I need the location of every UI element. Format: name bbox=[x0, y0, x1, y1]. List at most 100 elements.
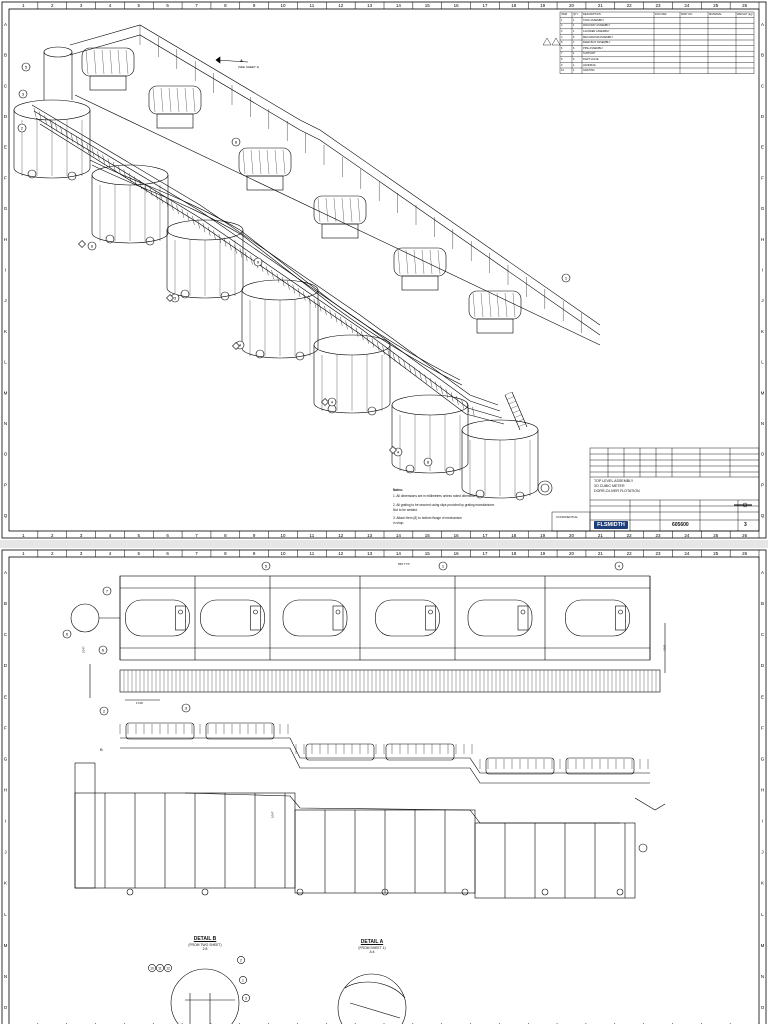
rail-rung bbox=[329, 309, 332, 319]
zone-col-label: 24 bbox=[684, 3, 690, 8]
rail-rung bbox=[350, 323, 353, 334]
tank-cell bbox=[13, 110, 91, 179]
zone-col-label: 9 bbox=[253, 551, 256, 556]
zone-col-label: 14 bbox=[396, 551, 402, 556]
item-balloon-label: 4 bbox=[331, 399, 334, 404]
sheet-2-drawing: 1122334455667788991010111112121313141415… bbox=[1, 549, 767, 1024]
title-block-frame bbox=[589, 447, 760, 532]
walkway-edge bbox=[74, 94, 601, 346]
zone-col-label: 23 bbox=[656, 551, 662, 556]
zone-col-label: 25 bbox=[713, 3, 719, 8]
sheet-1-drawing: 1122334455667788991010111112121313141415… bbox=[1, 1, 767, 539]
item-balloon bbox=[87, 241, 97, 251]
item-balloon bbox=[181, 703, 191, 713]
item-balloon-label: 3 bbox=[174, 295, 177, 300]
note-flag-icon bbox=[166, 294, 174, 302]
bom-cell: 6 bbox=[573, 58, 575, 61]
rail-rung bbox=[33, 107, 37, 118]
zone-col-label: 19 bbox=[540, 3, 546, 8]
mechanism-base bbox=[321, 223, 359, 239]
item-balloon-label: 2 bbox=[21, 125, 24, 130]
zone-row-label: C bbox=[761, 632, 765, 637]
bom-cell: TANK ASSEMBLY bbox=[583, 18, 605, 22]
zone-row-label: P bbox=[4, 482, 7, 487]
item-balloon-label: 4 bbox=[618, 563, 621, 568]
bom-cell: 6 bbox=[561, 46, 563, 50]
zone-row-label: O bbox=[761, 452, 765, 457]
zone-col-label: 1 bbox=[22, 551, 25, 556]
tank-cell bbox=[241, 290, 319, 359]
rail-rung bbox=[266, 266, 269, 276]
zone-row-label: B bbox=[761, 53, 764, 58]
tank-nozzle bbox=[475, 489, 485, 499]
tank-nozzle bbox=[27, 169, 37, 179]
zone-col-label: 22 bbox=[627, 533, 633, 538]
zone-row-label: Q bbox=[761, 513, 765, 518]
zone-col-label: 20 bbox=[569, 3, 575, 8]
rail-rung bbox=[408, 363, 412, 373]
item-balloon bbox=[614, 561, 624, 571]
detail-b-title: DETAIL B bbox=[193, 936, 217, 942]
item-balloon-label: 3 bbox=[185, 705, 188, 710]
zone-col-label: 10 bbox=[281, 533, 287, 538]
zone-col-label: 16 bbox=[454, 3, 460, 8]
zone-row-label: C bbox=[761, 83, 765, 88]
title-block bbox=[551, 447, 760, 532]
zone-row-label: C bbox=[4, 83, 8, 88]
rail-rung bbox=[113, 161, 116, 172]
bom-cell: 1 bbox=[573, 69, 575, 73]
bom-cell: 6 bbox=[573, 35, 575, 39]
item-balloon-label: 8 bbox=[427, 459, 430, 464]
rail-rung bbox=[160, 194, 163, 204]
item-balloon bbox=[18, 89, 28, 99]
tank-top bbox=[166, 219, 244, 241]
rail-rung bbox=[429, 377, 433, 388]
drawing-sheet-2: 1122334455667788991010111112121313141415… bbox=[0, 548, 768, 1024]
rail-rung bbox=[435, 381, 438, 391]
detail-balloon bbox=[164, 964, 172, 972]
note-2b: Not to be welded. bbox=[393, 508, 418, 512]
zone-row-label: K bbox=[4, 881, 7, 886]
plan-motor bbox=[428, 609, 433, 615]
rail-rung bbox=[197, 219, 200, 229]
mechanism-rib bbox=[480, 292, 484, 318]
mechanism-rib bbox=[117, 49, 121, 75]
elevation-drain bbox=[541, 888, 549, 896]
note-1: 1. All dimensions are in millimetres unl… bbox=[393, 494, 477, 498]
zone-col-label: 17 bbox=[482, 3, 488, 8]
rail-rung bbox=[213, 230, 216, 240]
launder-rail bbox=[31, 104, 499, 406]
dim-1047-a: 1047 bbox=[81, 646, 86, 654]
zone-col-label: 24 bbox=[684, 551, 690, 556]
item-balloon bbox=[62, 629, 72, 639]
zone-row-label: B bbox=[761, 601, 764, 606]
section-mark-b: B bbox=[100, 747, 103, 752]
elevation-mechanism bbox=[125, 722, 195, 740]
zone-col-label: 17 bbox=[482, 551, 488, 556]
zone-col-label: 23 bbox=[656, 3, 662, 8]
elevation-pipe bbox=[184, 792, 620, 824]
zone-row-label: A bbox=[761, 22, 764, 27]
zone-col-label: 19 bbox=[540, 551, 546, 556]
zone-row-label: G bbox=[4, 206, 8, 211]
mechanism-rib bbox=[429, 249, 433, 275]
rail-rung bbox=[245, 251, 248, 262]
plan-mechanism bbox=[200, 599, 265, 637]
mechanism-rib bbox=[176, 87, 180, 113]
mechanism-rib bbox=[192, 87, 196, 113]
handrail-mid bbox=[69, 34, 601, 336]
zone-col-label: 8 bbox=[224, 551, 227, 556]
rail-rung bbox=[186, 212, 190, 222]
plan-drive bbox=[250, 605, 261, 631]
item-balloon-label: 7 bbox=[106, 588, 109, 593]
rail-rung bbox=[229, 241, 232, 251]
rail-rung bbox=[250, 255, 253, 265]
plan-mechanism bbox=[375, 599, 440, 637]
bom-cell: FEED BOX ASSEMBLY bbox=[583, 41, 611, 45]
rail-rung bbox=[287, 280, 290, 290]
item-balloon-label: 5 bbox=[25, 64, 28, 69]
zone-row-label: I bbox=[762, 268, 763, 273]
zone-col-label: 22 bbox=[627, 551, 633, 556]
rail-rung bbox=[70, 133, 74, 143]
